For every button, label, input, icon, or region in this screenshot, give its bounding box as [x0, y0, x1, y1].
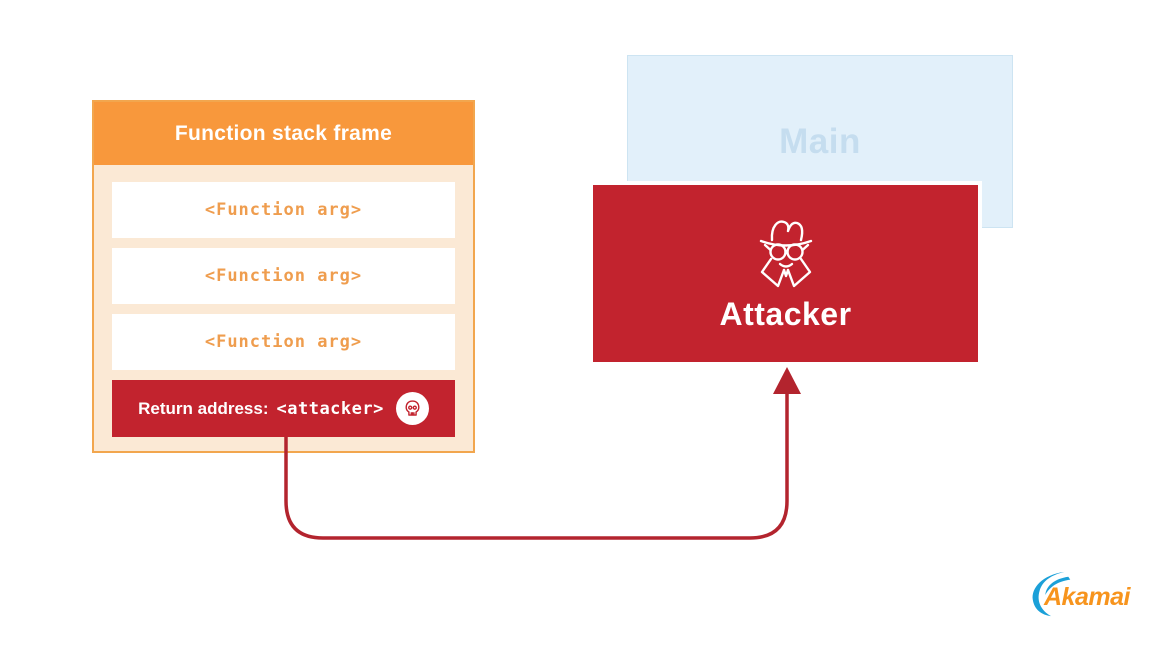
function-arg-row: <Function arg>: [112, 182, 455, 238]
attacker-box: Attacker: [593, 185, 978, 362]
function-stack-frame: Function stack frame <Function arg> <Fun…: [92, 100, 475, 453]
akamai-swoosh-icon: [1032, 571, 1071, 617]
return-address-row: Return address: <attacker>: [112, 380, 455, 437]
function-arg-row: <Function arg>: [112, 314, 455, 370]
stack-frame-body: <Function arg> <Function arg> <Function …: [94, 165, 473, 451]
skull-badge: [395, 392, 429, 425]
stack-frame-header: Function stack frame: [94, 102, 473, 165]
function-arg-row: <Function arg>: [112, 248, 455, 304]
return-address-label: Return address:: [138, 398, 269, 418]
skull-icon: [405, 400, 420, 416]
akamai-logo: Akamai: [1028, 570, 1146, 618]
function-arg-text: <Function arg>: [204, 266, 363, 286]
akamai-wordmark: Akamai: [1044, 583, 1130, 611]
function-arg-text: <Function arg>: [204, 332, 363, 352]
arrowhead-icon: [773, 367, 801, 394]
attacker-label: Attacker: [719, 296, 852, 332]
spy-icon: [759, 220, 812, 288]
return-address-value: <attacker>: [276, 398, 384, 419]
function-arg-text: <Function arg>: [204, 200, 363, 220]
main-frame-label: Main: [779, 121, 861, 161]
stack-frame-title: Function stack frame: [174, 121, 393, 145]
